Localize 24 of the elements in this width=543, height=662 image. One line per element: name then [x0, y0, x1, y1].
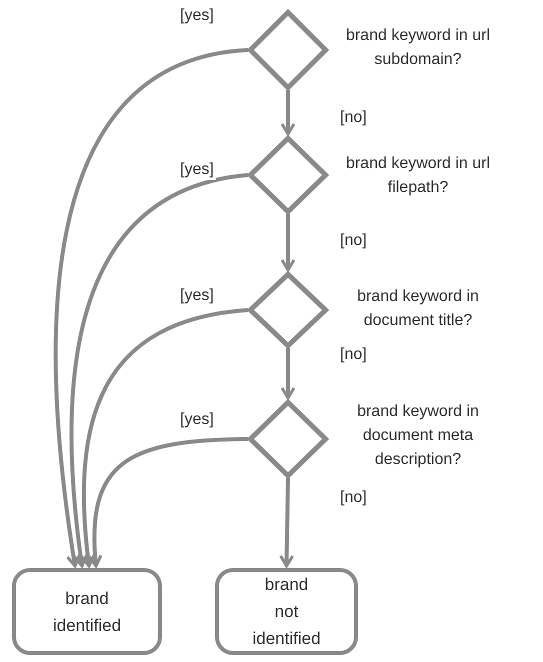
edge-label: [yes] — [178, 6, 216, 26]
arrow — [280, 214, 296, 272]
terminal-box — [215, 568, 358, 655]
edge-label: [no] — [338, 345, 369, 365]
arrow — [80, 308, 248, 568]
edge-label: [yes] — [178, 410, 216, 430]
edge-label: [yes] — [178, 286, 216, 306]
edge-label: [no] — [338, 488, 369, 508]
box-label: brand not identified — [251, 574, 322, 650]
edge-label: [no] — [338, 231, 369, 251]
terminal-box — [12, 568, 162, 655]
question-text: brand keyword in document title? — [356, 287, 480, 331]
arrow — [280, 90, 296, 136]
question-text: brand keyword in url subdomain? — [344, 26, 492, 70]
arrow — [279, 478, 294, 568]
arrow — [88, 437, 248, 568]
question-text: brand keyword in url filepath? — [344, 154, 492, 198]
box-label: brand identified — [52, 588, 122, 636]
arrow — [280, 348, 296, 400]
edge-label: [yes] — [178, 160, 216, 180]
edge-label: [no] — [338, 108, 369, 128]
arrow — [54, 48, 248, 568]
question-text: brand keyword in document meta description? — [356, 402, 480, 470]
arrow — [70, 173, 248, 568]
